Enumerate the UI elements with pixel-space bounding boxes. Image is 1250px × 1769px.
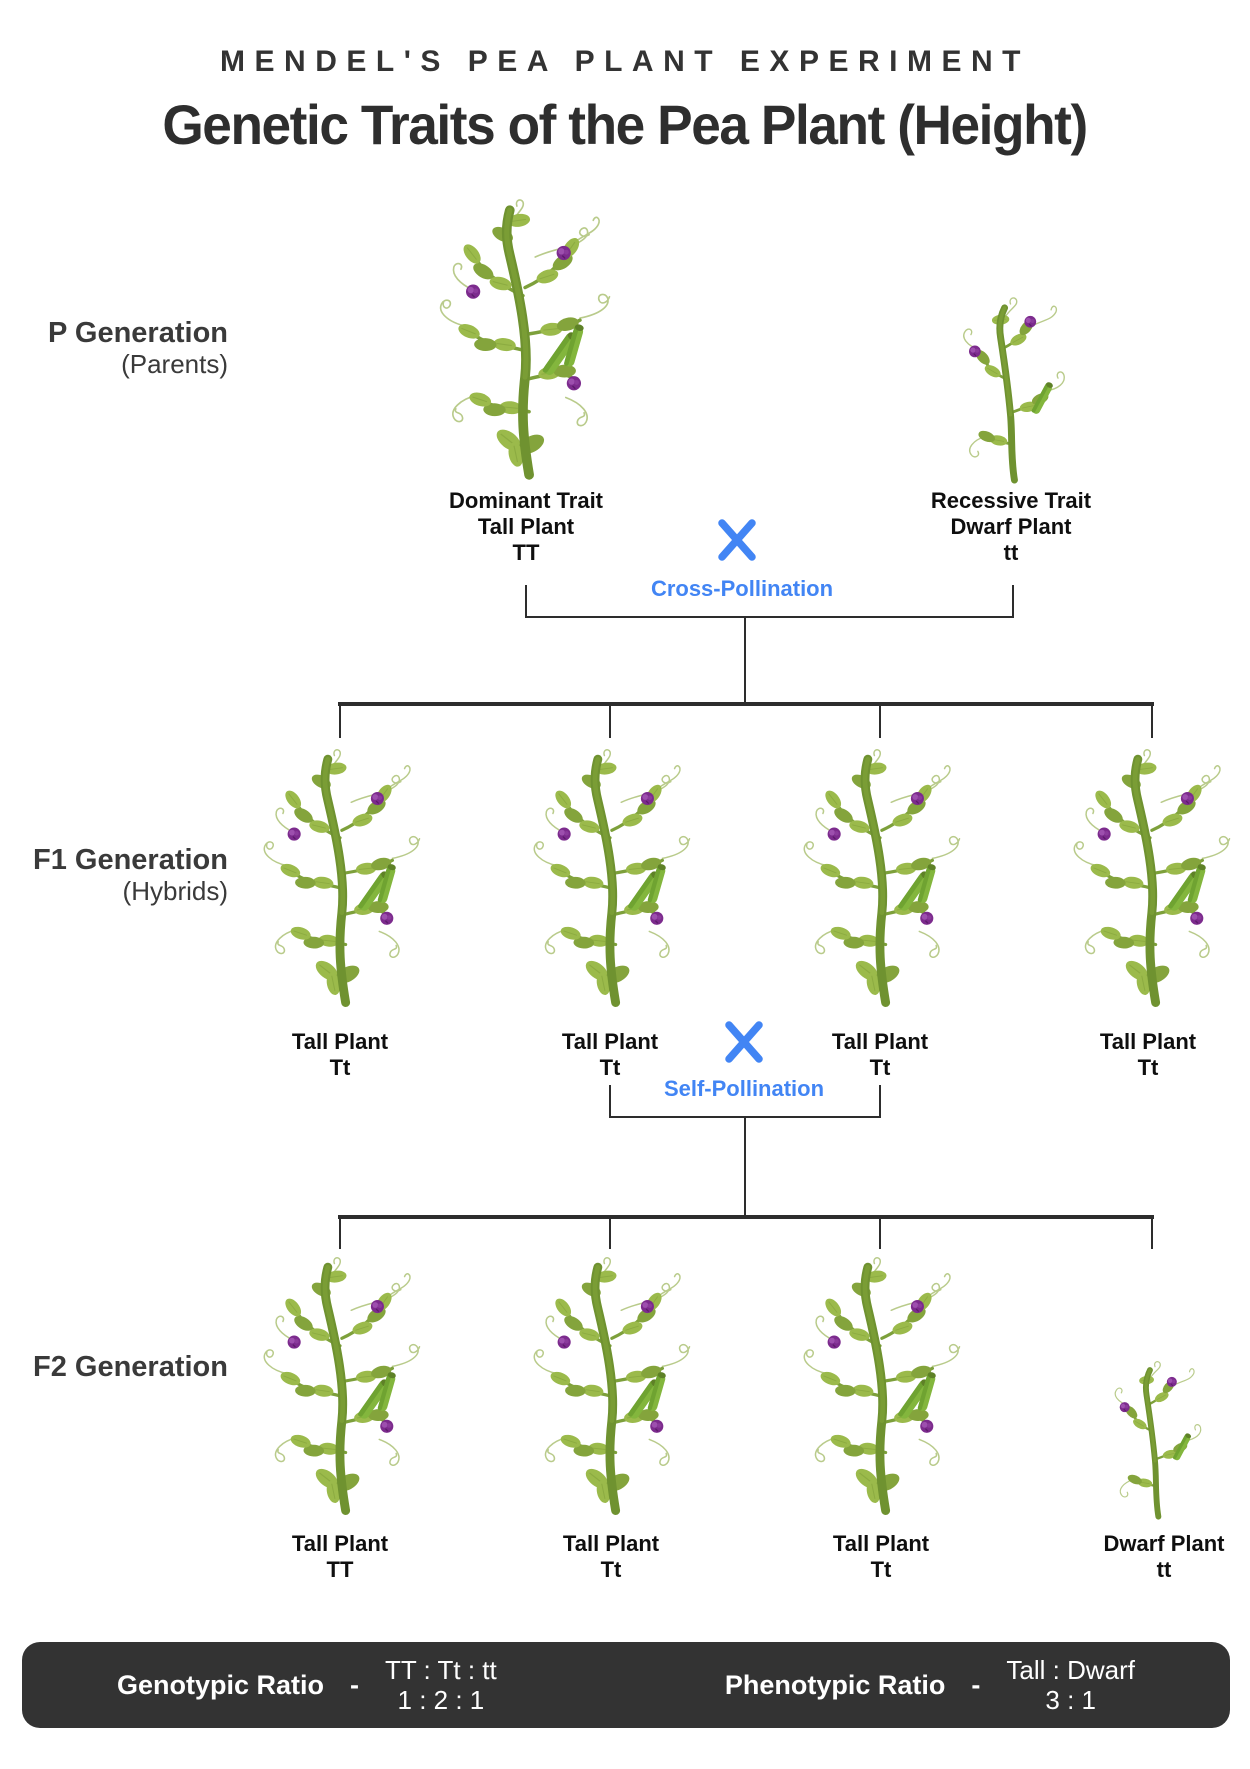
f1-plant-1-genotype: Tt: [329, 1055, 351, 1080]
dominant-phenotype-text: Tall Plant: [477, 514, 575, 539]
kicker-title: MENDEL'S PEA PLANT EXPERIMENT: [220, 45, 1030, 78]
f2-plant-2-genotype: Tt: [600, 1557, 622, 1582]
f2-plant-4-genotype: tt: [1156, 1557, 1172, 1582]
connector-f1-left-stub: [609, 1085, 611, 1118]
genotypic-ratio-value: TT : Tt : tt 1 : 2 : 1: [385, 1655, 497, 1715]
f2-tall-pea-plant-2-illustration: [507, 1256, 713, 1518]
recessive-phenotype-text: Dwarf Plant: [950, 514, 1072, 539]
cross-pollination-x-icon: [717, 518, 757, 562]
ratio-footer-bar: Genotypic Ratio - TT : Tt : tt 1 : 2 : 1…: [22, 1642, 1230, 1728]
genotypic-ratio-label: Genotypic Ratio: [117, 1669, 325, 1700]
self-pollination-label: Self-Pollination: [663, 1076, 825, 1101]
f2-plant-3-genotype: Tt: [870, 1557, 892, 1582]
recessive-trait-text: Recessive Trait: [930, 488, 1092, 513]
phenotypic-ratio-line2: 3 : 1: [1045, 1685, 1096, 1715]
connector-f1-drop-1: [339, 702, 341, 738]
f2-plant-1-genotype: TT: [326, 1557, 354, 1582]
connector-f1-drop-4: [1151, 702, 1153, 738]
dominant-plant-label: Dominant Trait Tall Plant TT: [449, 488, 603, 566]
connector-f2-bracket: [338, 1215, 1154, 1219]
page-title-row: Genetic Traits of the Pea Plant (Height): [0, 92, 1250, 157]
f2-plant-2-label: Tall Plant Tt: [563, 1531, 659, 1583]
connector-p-to-f1-drop: [744, 616, 746, 704]
phenotypic-ratio-label: Phenotypic Ratio: [724, 1669, 946, 1700]
genotypic-ratio-line2: 1 : 2 : 1: [397, 1685, 485, 1715]
genotypic-ratio-line1: TT : Tt : tt: [385, 1655, 497, 1685]
p-generation-subtitle: (Parents): [121, 349, 228, 379]
f2-plant-3-phenotype: Tall Plant: [832, 1531, 930, 1556]
phenotypic-ratio-line1: Tall : Dwarf: [1006, 1655, 1135, 1685]
f1-tall-pea-plant-4-illustration: [1047, 748, 1250, 1010]
connector-f2-drop-2: [609, 1215, 611, 1249]
f1-plant-4-label: Tall Plant Tt: [1100, 1029, 1196, 1081]
f1-plant-2-label: Tall Plant Tt: [562, 1029, 658, 1081]
cross-pollination-label: Cross-Pollination: [650, 576, 834, 601]
f1-generation-subtitle: (Hybrids): [122, 876, 228, 906]
f2-generation-title: F2 Generation: [33, 1351, 228, 1383]
connector-f2-drop-3: [879, 1215, 881, 1249]
f1-plant-4-phenotype: Tall Plant: [1099, 1029, 1197, 1054]
f1-plant-3-genotype: Tt: [869, 1055, 891, 1080]
p-tall-pea-plant-illustration: [408, 198, 638, 483]
f2-plant-3-label: Tall Plant Tt: [833, 1531, 929, 1583]
phenotypic-ratio-group: Phenotypic Ratio - Tall : Dwarf 3 : 1: [725, 1655, 1135, 1715]
connector-f2-drop-1: [339, 1215, 341, 1249]
f1-generation-label: F1 Generation (Hybrids): [0, 845, 228, 907]
f2-plant-1-label: Tall Plant TT: [292, 1531, 388, 1583]
connector-p-left-stub: [525, 585, 527, 618]
connector-f1-right-stub: [879, 1085, 881, 1118]
dominant-trait-text: Dominant Trait: [448, 488, 604, 513]
phenotypic-ratio-dash: -: [971, 1669, 981, 1700]
f1-plant-1-phenotype: Tall Plant: [291, 1029, 389, 1054]
f2-dwarf-pea-plant-illustration: [1093, 1360, 1217, 1520]
self-pollination-x-icon: [724, 1020, 764, 1064]
f2-tall-pea-plant-1-illustration: [237, 1256, 443, 1518]
f2-generation-label: F2 Generation: [0, 1352, 228, 1383]
p-generation-title: P Generation: [48, 317, 228, 349]
connector-f1-drop-3: [879, 702, 881, 738]
f1-plant-2-phenotype: Tall Plant: [561, 1029, 659, 1054]
f1-plant-2-genotype: Tt: [599, 1055, 621, 1080]
f1-tall-pea-plant-1-illustration: [237, 748, 443, 1010]
p-dwarf-pea-plant-illustration: [938, 296, 1083, 484]
connector-f1-drop-2: [609, 702, 611, 738]
f1-plant-1-label: Tall Plant Tt: [292, 1029, 388, 1081]
connector-f2-drop-4: [1151, 1215, 1153, 1249]
connector-p-right-stub: [1012, 585, 1014, 618]
f1-generation-title: F1 Generation: [33, 844, 228, 876]
connector-p-bracket: [525, 616, 1014, 618]
connector-f1-bracket: [338, 702, 1154, 706]
recessive-genotype-text: tt: [1003, 540, 1019, 565]
f2-plant-4-phenotype: Dwarf Plant: [1103, 1531, 1225, 1556]
f2-plant-1-phenotype: Tall Plant: [291, 1531, 389, 1556]
f2-tall-pea-plant-3-illustration: [777, 1256, 983, 1518]
f2-plant-4-label: Dwarf Plant tt: [1103, 1531, 1224, 1583]
f1-plant-3-phenotype: Tall Plant: [831, 1029, 929, 1054]
genotypic-ratio-dash: -: [350, 1669, 360, 1700]
f1-plant-4-genotype: Tt: [1137, 1055, 1159, 1080]
recessive-plant-label: Recessive Trait Dwarf Plant tt: [931, 488, 1091, 566]
genotypic-ratio-group: Genotypic Ratio - TT : Tt : tt 1 : 2 : 1: [117, 1655, 497, 1715]
f2-plant-2-phenotype: Tall Plant: [562, 1531, 660, 1556]
f1-tall-pea-plant-3-illustration: [777, 748, 983, 1010]
p-generation-label: P Generation (Parents): [0, 318, 228, 380]
connector-f1-to-f2-drop: [744, 1116, 746, 1217]
dominant-genotype-text: TT: [512, 540, 540, 565]
f1-tall-pea-plant-2-illustration: [507, 748, 713, 1010]
page-title: Genetic Traits of the Pea Plant (Height): [162, 93, 1089, 156]
f1-plant-3-label: Tall Plant Tt: [832, 1029, 928, 1081]
phenotypic-ratio-value: Tall : Dwarf 3 : 1: [1006, 1655, 1135, 1715]
